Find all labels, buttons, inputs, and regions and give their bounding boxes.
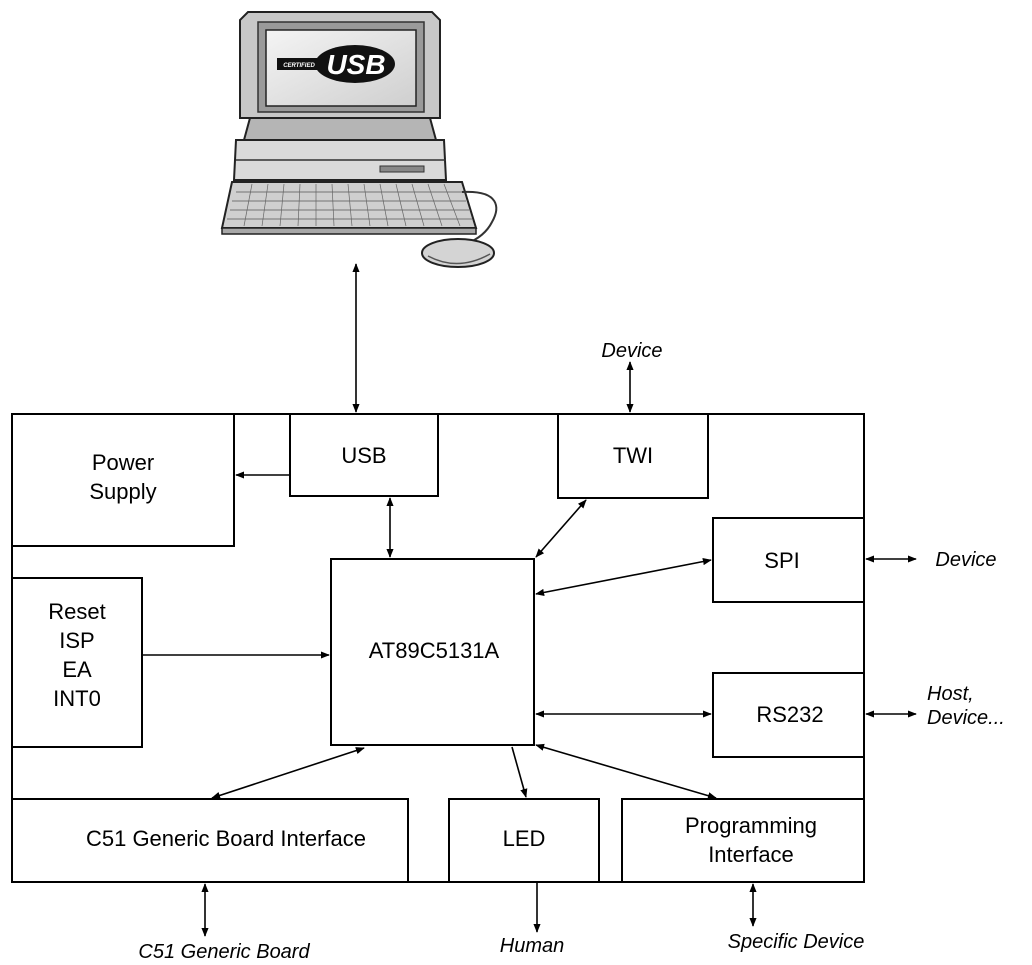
- twi-label: TWI: [613, 443, 653, 468]
- twi-block: TWI: [557, 413, 709, 499]
- prog-label-line2: Interface: [708, 842, 794, 867]
- twi-mcu-arrow: [535, 499, 587, 558]
- mcu-led-arrow: [511, 746, 528, 798]
- rs232-host-label: Host,: [927, 683, 974, 705]
- power-supply-block: Power Supply: [11, 413, 235, 547]
- c51-board-label: C51 Generic Board: [138, 941, 310, 963]
- c51-interface-block: C51 Generic Board Interface: [11, 798, 409, 883]
- reset-label: Reset: [48, 599, 105, 624]
- logo-big-text: USB: [326, 49, 385, 80]
- connections: [142, 263, 917, 937]
- usb-block: USB: [289, 413, 439, 497]
- isp-label: ISP: [59, 628, 94, 653]
- ea-label: EA: [62, 657, 92, 682]
- power-label-line1: Power: [92, 450, 154, 475]
- spi-block: SPI: [712, 517, 865, 603]
- mcu-c51-arrow: [211, 747, 365, 799]
- logo-small-text: CERTIFIED: [283, 63, 315, 69]
- led-block: LED: [448, 798, 600, 883]
- usb-label: USB: [341, 443, 386, 468]
- mcu-block: AT89C5131A: [330, 558, 535, 746]
- led-label: LED: [503, 826, 546, 851]
- rs232-label: RS232: [756, 702, 823, 727]
- spi-label: SPI: [764, 548, 799, 573]
- rs232-device-label: Device...: [927, 707, 1005, 729]
- computer-icon: CERTIFIED USB: [220, 11, 498, 268]
- human-label: Human: [500, 935, 564, 957]
- spi-device-label: Device: [935, 549, 996, 571]
- c51-label: C51 Generic Board Interface: [86, 826, 366, 851]
- twi-device-label: Device: [601, 340, 662, 362]
- prog-label-line1: Programming: [685, 813, 817, 838]
- int0-label: INT0: [53, 686, 101, 711]
- mcu-prog-arrow: [535, 743, 717, 800]
- specific-device-label: Specific Device: [728, 931, 865, 953]
- certified-usb-logo: CERTIFIED USB: [277, 45, 395, 83]
- programming-interface-block: Programming Interface: [621, 798, 865, 883]
- mcu-label: AT89C5131A: [369, 638, 500, 663]
- rs232-block: RS232: [712, 672, 865, 758]
- spi-mcu-arrow: [535, 558, 712, 596]
- power-label-line2: Supply: [89, 479, 156, 504]
- reset-block: Reset ISP EA INT0: [11, 577, 143, 748]
